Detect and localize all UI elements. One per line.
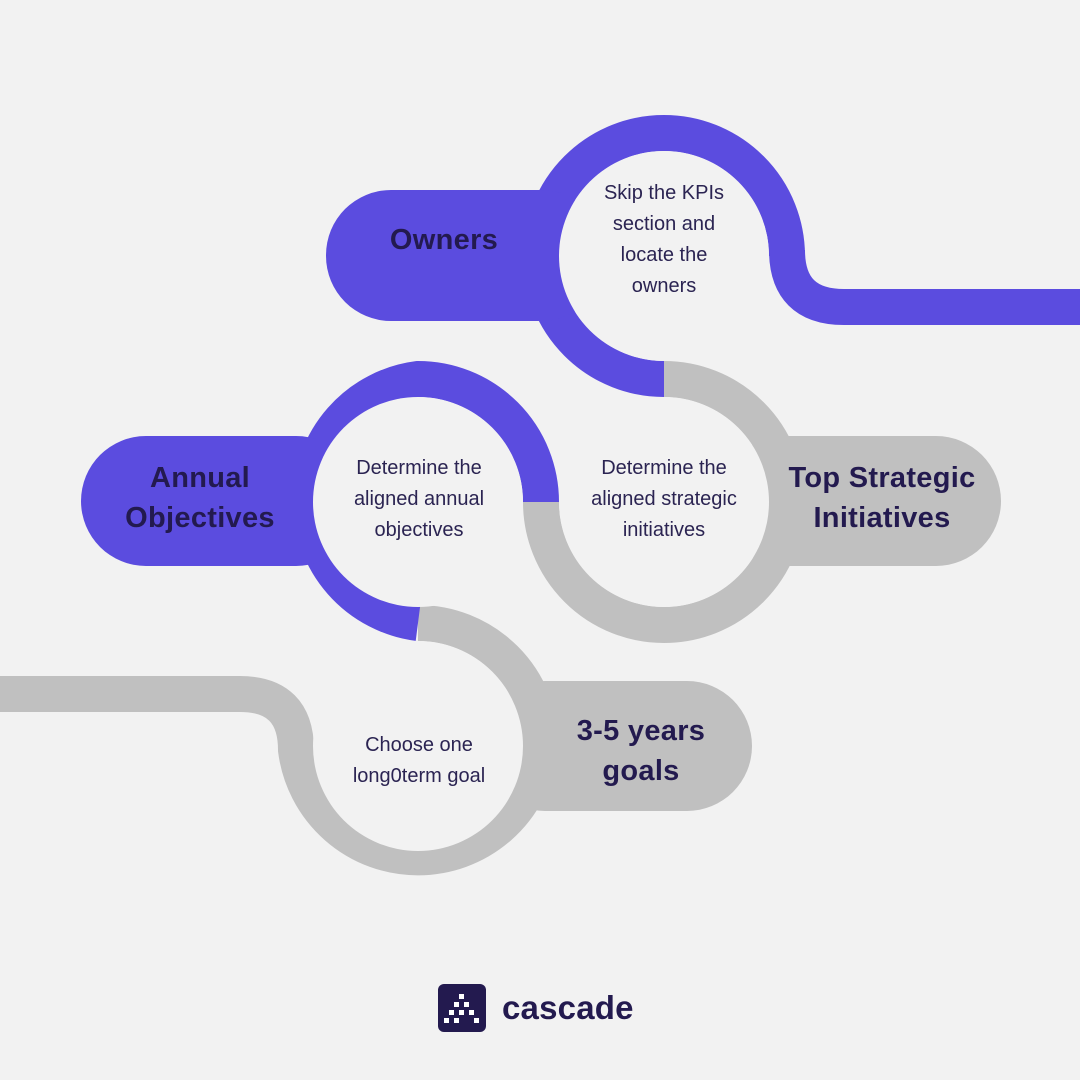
step-goals-description: Choose one long0term goal: [352, 734, 486, 787]
gray-track-left: [0, 676, 558, 876]
cascade-logo-icon: [438, 984, 486, 1032]
step-owners-description: Skip the KPIs section and locate the own…: [603, 182, 725, 297]
brand-name: cascade: [502, 989, 634, 1026]
step-goals-title: 3-5 years goals: [576, 715, 706, 787]
step-strategic-title: Top Strategic Initiatives: [788, 462, 976, 534]
annual-inner-circle: [313, 397, 523, 607]
strategic-pill: [720, 436, 1001, 566]
purple-ring-annual: [292, 360, 559, 641]
annual-pill: [81, 436, 361, 566]
owners-inner-circle: [559, 151, 769, 361]
purple-ring-owners: [523, 114, 1080, 397]
step-strategic-description: Determine the aligned strategic initiati…: [591, 456, 737, 541]
step-annual-description: Determine the aligned annual objectives: [353, 456, 485, 541]
goals-inner-circle: [313, 641, 523, 851]
step-annual-title: Annual Objectives: [125, 462, 275, 534]
brand-logo: cascade: [438, 984, 634, 1032]
goals-pill: [480, 681, 752, 811]
step-owners-title: Owners: [389, 224, 499, 256]
strategic-inner-circle: [559, 397, 769, 607]
owners-pill: [326, 190, 606, 321]
